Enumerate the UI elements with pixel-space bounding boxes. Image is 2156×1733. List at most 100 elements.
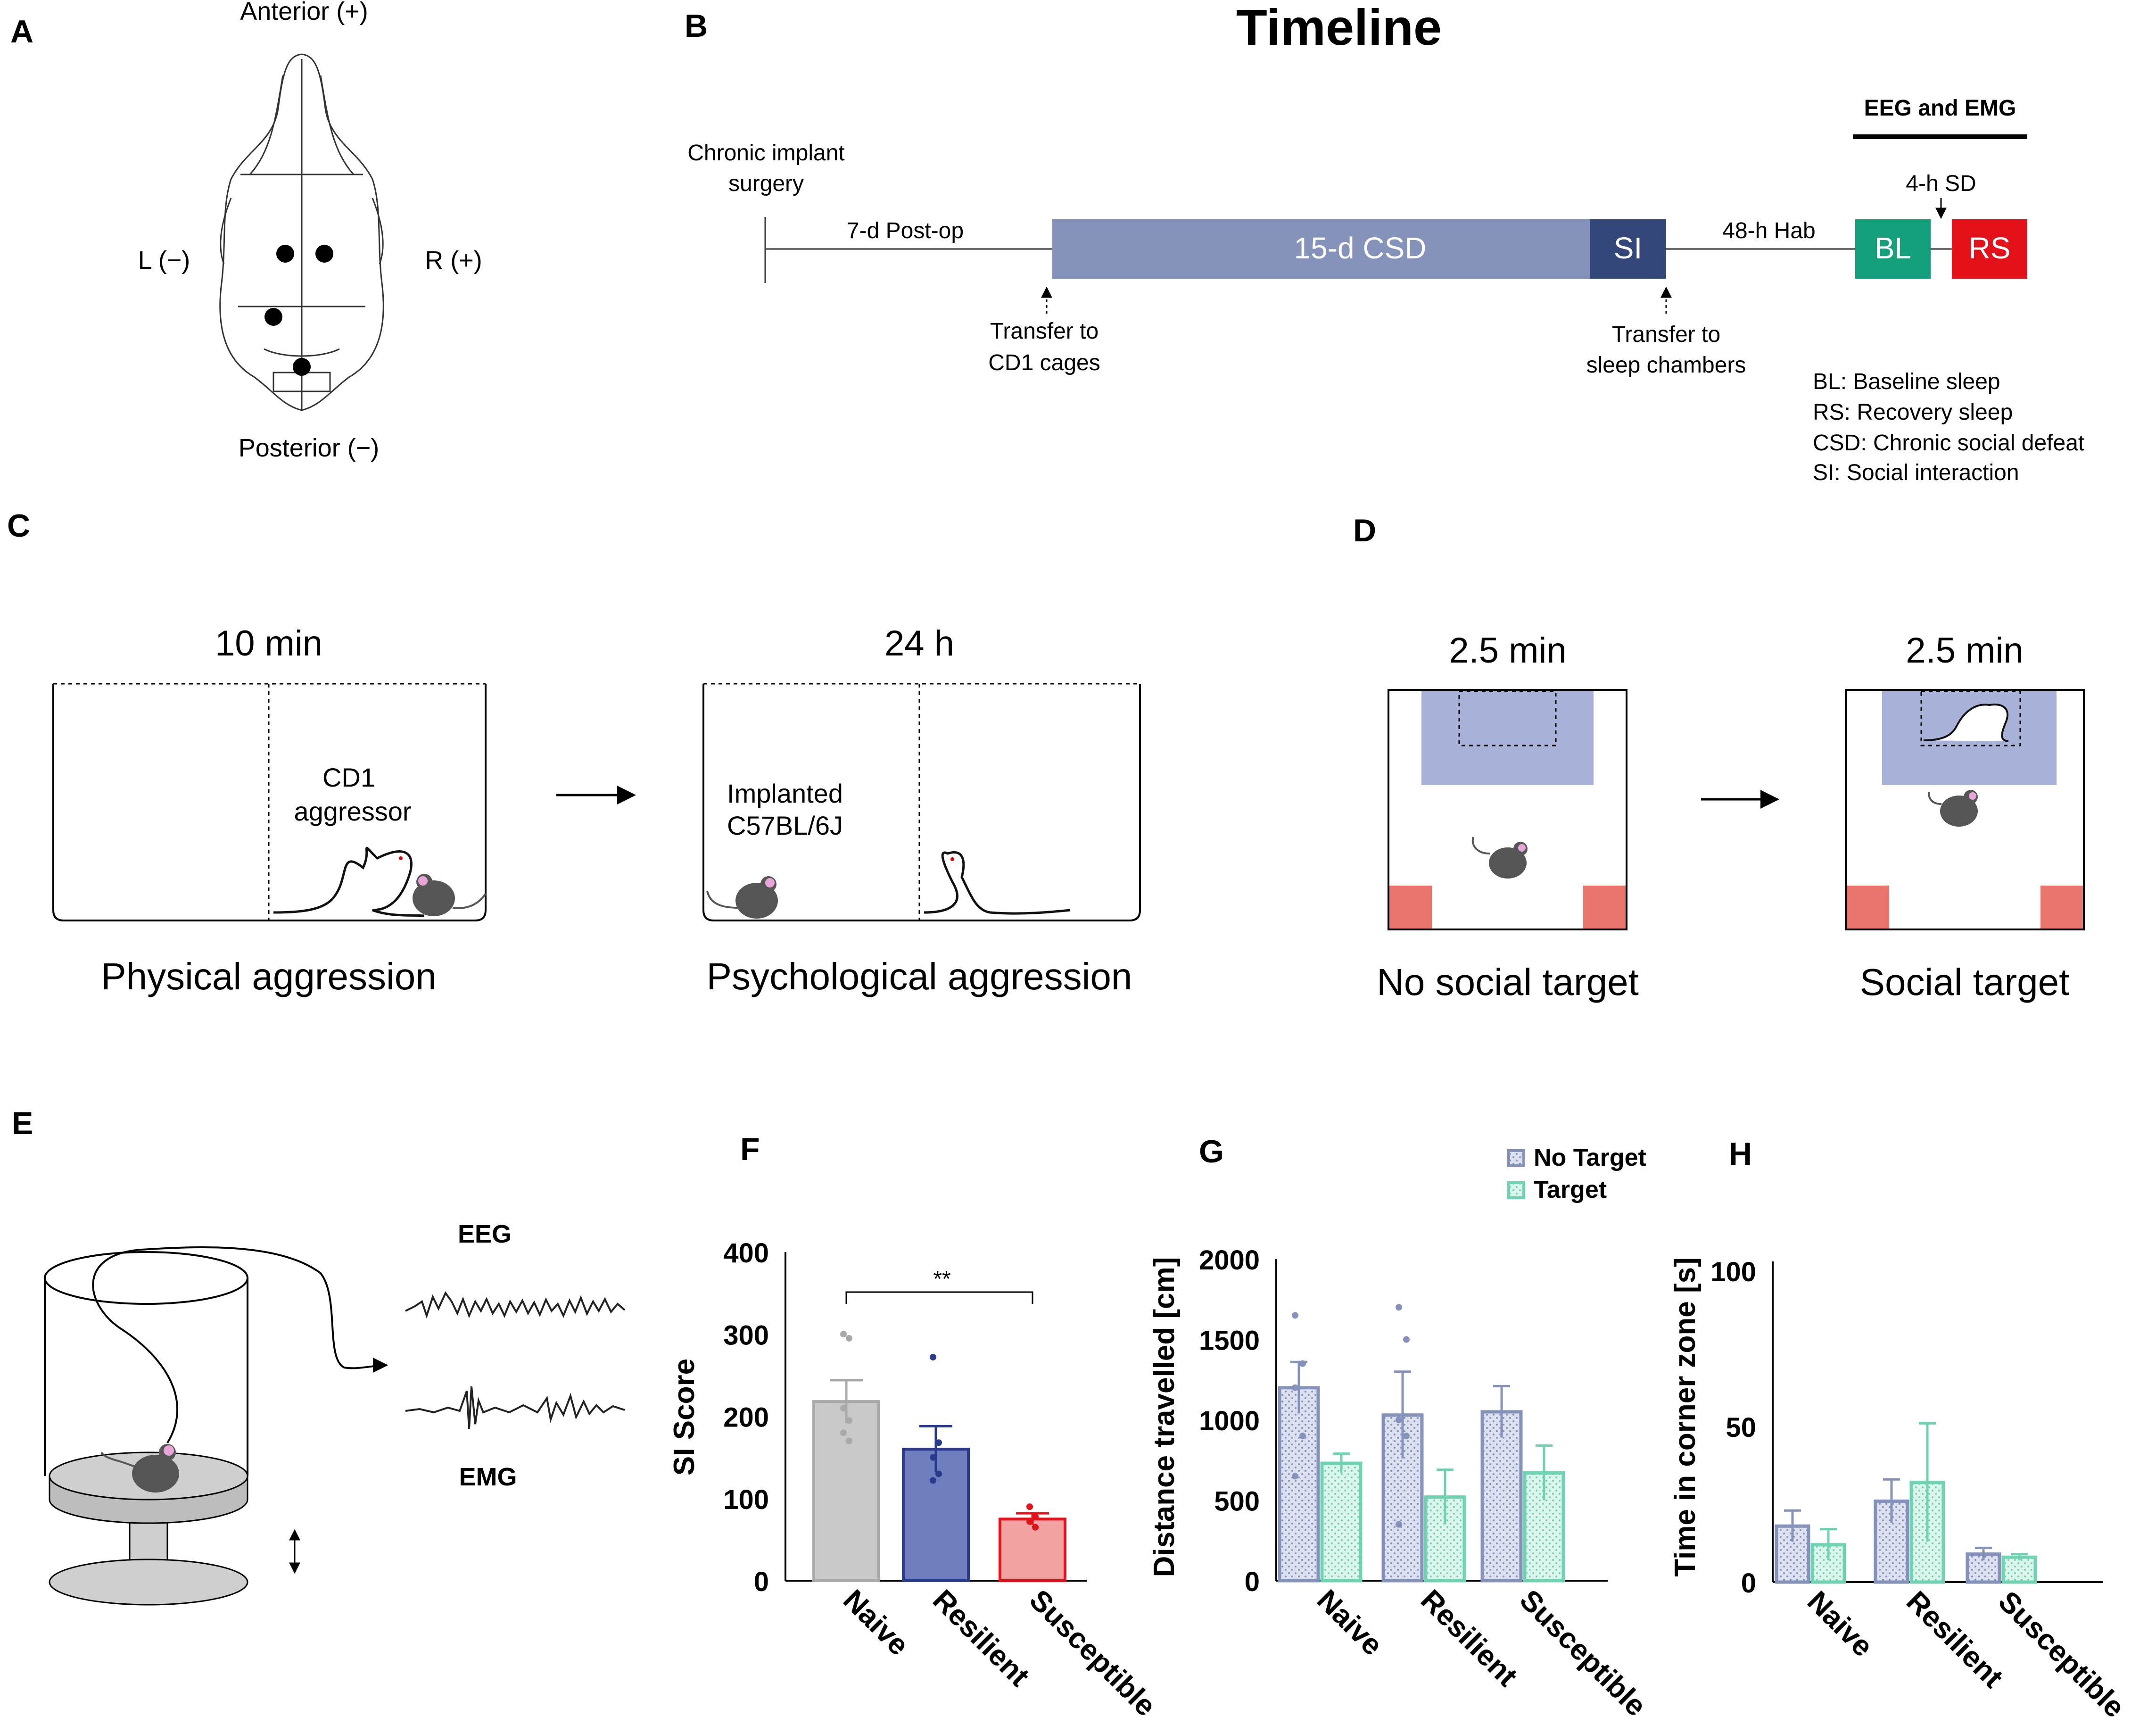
g-point: [1403, 1336, 1410, 1343]
f-point: [1032, 1524, 1039, 1531]
right-label: R (+): [425, 246, 482, 274]
rs-label: RS: [1969, 231, 2011, 265]
f-ytick-label: 0: [754, 1567, 769, 1597]
time-d2: 2.5 min: [1906, 630, 2023, 671]
legend-csd: CSD: Chronic social defeat: [1813, 431, 2084, 456]
post-op-label: 7-d Post-op: [847, 218, 964, 243]
time-d1: 2.5 min: [1449, 630, 1566, 671]
g-xtick-label: Resilient: [1414, 1584, 1524, 1693]
f-point: [846, 1417, 852, 1424]
legend-target-swatch: [1507, 1181, 1525, 1199]
h-ytick-label: 50: [1726, 1412, 1756, 1443]
h-ytick-label: 100: [1710, 1257, 1756, 1287]
panel-a: Anterior (+) Posterior (−) L (−) R (+): [138, 0, 482, 462]
time-10min: 10 min: [215, 623, 322, 663]
g-ytick-label: 500: [1214, 1486, 1260, 1517]
f-xtick-label: Resilient: [926, 1584, 1036, 1693]
f-point: [1026, 1503, 1033, 1510]
mouse-d2: [1928, 790, 1978, 827]
left-label: L (−): [138, 246, 190, 274]
legend-no-target-label: No Target: [1534, 1144, 1646, 1171]
panel-letter-h: H: [1729, 1136, 1752, 1172]
f-ytick-label: 100: [723, 1484, 769, 1515]
f-point: [846, 1437, 852, 1444]
g-point: [1396, 1417, 1402, 1423]
eeg-trace: [405, 1291, 626, 1319]
g-xtick-label: Susceptible: [1513, 1584, 1652, 1723]
cd1-label-line1: CD1: [322, 763, 375, 792]
h-xtick-label: Susceptible: [1992, 1585, 2131, 1724]
f-point: [840, 1429, 847, 1436]
skull-drawing: [219, 53, 384, 411]
g-point: [1299, 1433, 1306, 1440]
social-target-caption: Social target: [1860, 961, 2070, 1003]
h-xtick-label: Resilient: [1900, 1585, 2009, 1694]
f-point: [930, 1477, 936, 1484]
f-point: [840, 1405, 847, 1412]
corner-zone-2b: [2040, 886, 2083, 929]
legend-target-label: Target: [1534, 1176, 1607, 1203]
csd-label: 15-d CSD: [1294, 231, 1427, 265]
cage-2: [702, 683, 1141, 921]
g-xtick-label: Naive: [1311, 1584, 1389, 1662]
cd1-aggressor-drawing-2: [924, 851, 1071, 915]
legend-no-target-swatch: [1507, 1149, 1525, 1167]
g-bar: [1278, 1386, 1320, 1583]
transfer-sleep-line1: Transfer to: [1612, 322, 1720, 347]
f-point: [1032, 1513, 1039, 1520]
tether-cable: [92, 1246, 388, 1444]
f-ytick-label: 400: [723, 1238, 769, 1269]
bl-label: BL: [1875, 231, 1911, 265]
si-label: SI: [1614, 231, 1642, 265]
h-xtick-label: Naive: [1801, 1585, 1879, 1663]
sd-label: 4-h SD: [1906, 171, 1976, 196]
rs-bar: [1952, 219, 2027, 279]
si-bar: [1590, 219, 1666, 279]
g-bar: [1480, 1410, 1523, 1583]
g-ytick-label: 1000: [1199, 1406, 1260, 1436]
g-point: [1403, 1433, 1410, 1440]
no-social-target-caption: No social target: [1377, 961, 1639, 1003]
g-ytick-label: 0: [1245, 1567, 1260, 1597]
h-ytick-label: 0: [1741, 1568, 1756, 1599]
f-point: [935, 1439, 942, 1446]
g-bar: [1320, 1461, 1363, 1583]
f-ytick-label: 200: [723, 1402, 769, 1433]
panel-letter-c: C: [7, 508, 30, 544]
h-bar: [2001, 1555, 2037, 1584]
panel-letter-e: E: [12, 1105, 33, 1141]
emg-trace: [405, 1386, 625, 1429]
cd1-aggressor-drawing: [273, 846, 425, 917]
g-ylabel: Distance travelled [cm]: [1148, 1257, 1181, 1577]
transfer-sleep-line2: sleep chambers: [1586, 353, 1746, 378]
panel-e: EEG EMG: [44, 1220, 626, 1606]
cage-1: [52, 683, 487, 921]
panel-d: 2.5 min 2.5 min No social target Social: [1377, 630, 2085, 1003]
f-bar: [999, 1517, 1066, 1582]
f-point: [930, 1354, 936, 1361]
g-point: [1299, 1360, 1306, 1367]
time-24h: 24 h: [884, 623, 954, 663]
enclosure-2: [1920, 690, 2021, 746]
f-point: [935, 1470, 942, 1477]
timeline-title: Timeline: [1236, 0, 1442, 56]
legend-bl: BL: Baseline sleep: [1813, 369, 2000, 394]
psychological-aggression-caption: Psychological aggression: [707, 955, 1132, 997]
legend-rs: RS: Recovery sleep: [1813, 400, 2013, 425]
g-point: [1292, 1312, 1298, 1319]
eeg-label: EEG: [458, 1220, 512, 1248]
panel-c: 10 min 24 h CD1 aggressor Physical aggre…: [52, 623, 1141, 997]
f-significance-bracket: [845, 1291, 1033, 1304]
corner-zone-1a: [1389, 886, 1432, 929]
c57-mouse-2: [706, 876, 778, 919]
mouse-e: [100, 1444, 179, 1493]
f-xtick-label: Susceptible: [1023, 1584, 1162, 1723]
g-ytick-label: 2000: [1199, 1245, 1260, 1276]
g-ytick-label: 1500: [1199, 1326, 1260, 1356]
f-xtick-label: Naive: [837, 1584, 915, 1662]
anterior-label: Anterior (+): [240, 0, 368, 25]
f-significance-label: **: [933, 1267, 950, 1292]
corner-zone-2a: [1847, 886, 1889, 929]
